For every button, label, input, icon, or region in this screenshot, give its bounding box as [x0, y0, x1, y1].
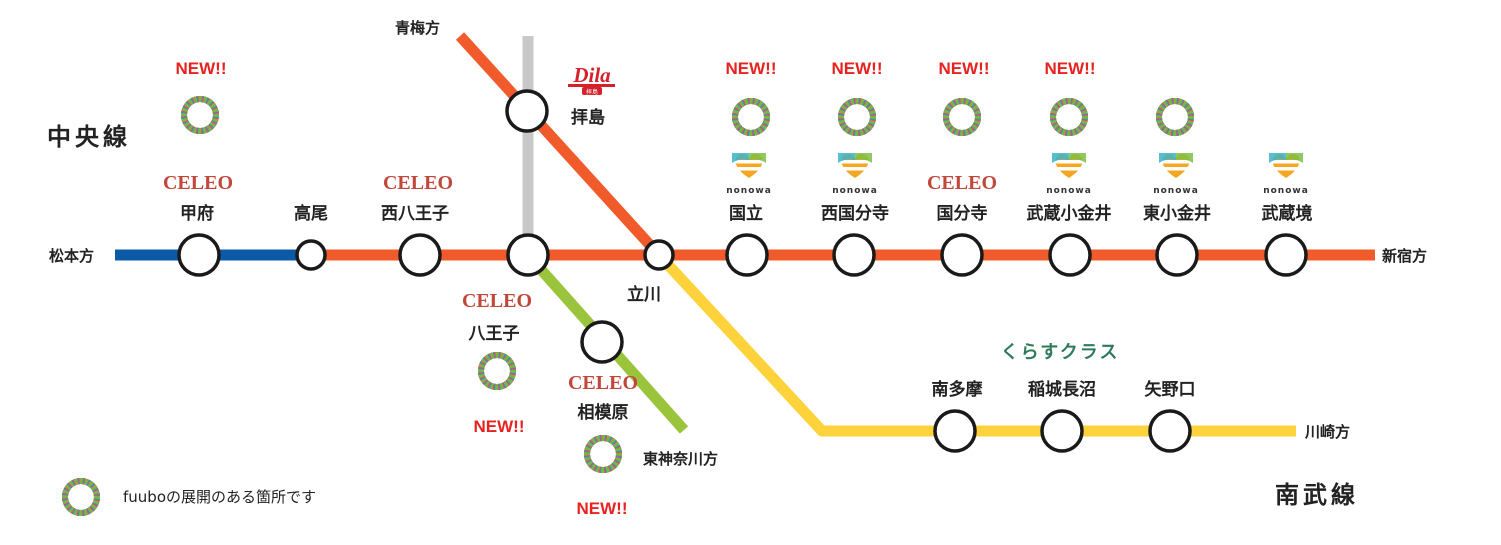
chuo-line-name: 中央線: [47, 123, 131, 151]
new-badge-hachioji: NEW!!: [474, 417, 525, 436]
svg-text:nonowa: nonowa: [1153, 186, 1199, 196]
fuubo-icon-nishikokubunji: [834, 94, 879, 139]
label-nishihachioji: 西八王子: [381, 204, 449, 224]
svg-text:nonowa: nonowa: [1046, 186, 1092, 196]
station-minamitama[interactable]: [933, 409, 977, 453]
label-higashikoganei: 東小金井: [1143, 203, 1211, 224]
new-badge-kokubunji: NEW!!: [939, 59, 990, 78]
label-tachikawa: 立川: [627, 284, 661, 305]
new-badge-nishikokubunji: NEW!!: [832, 59, 883, 78]
station-musashikoganei[interactable]: [1048, 233, 1092, 277]
direction-higashikanagawa: 東神奈川方: [643, 450, 718, 468]
fuubo-icon-sagamihara: [580, 431, 625, 476]
nambu-line-name: 南武線: [1275, 481, 1359, 509]
station-yanokuchi[interactable]: [1148, 409, 1192, 453]
nonowa-logo-musashikoganei: nonowa: [1046, 153, 1092, 196]
fuubo-icon-hachioji: [474, 348, 519, 393]
svg-text:nonowa: nonowa: [726, 186, 772, 196]
label-kofu: 甲府: [180, 203, 214, 224]
fuubo-icon-musashikoganei: [1046, 94, 1091, 139]
celeo-logo-kofu: CELEO: [163, 172, 233, 194]
direction-shinjuku: 新宿方: [1382, 247, 1427, 265]
nambu-yellow-line: [654, 251, 1296, 437]
label-haijima: 拝島: [571, 107, 605, 128]
label-kokubunji: 国分寺: [937, 203, 988, 224]
new-badge-kofu: NEW!!: [176, 59, 227, 78]
celeo-logo-kokubunji: CELEO: [927, 172, 997, 194]
station-nishikokubunji[interactable]: [832, 233, 876, 277]
nonowa-logo-nishikokubunji: nonowa: [832, 153, 878, 196]
svg-text:nonowa: nonowa: [1263, 186, 1309, 196]
label-yanokuchi: 矢野口: [1145, 379, 1196, 400]
nonowa-logo-kunitachi: nonowa: [726, 153, 772, 196]
label-minamitama: 南多摩: [932, 379, 983, 400]
direction-ome: 青梅方: [395, 19, 440, 37]
celeo-logo-hachioji: CELEO: [462, 290, 532, 312]
direction-matsumoto: 松本方: [49, 247, 94, 265]
fuubo-icon-kofu: [177, 92, 222, 137]
label-musashisakai: 武蔵境: [1262, 203, 1313, 224]
station-kokubunji[interactable]: [940, 233, 984, 277]
label-takao: 高尾: [294, 203, 328, 224]
legend-text: fuuboの展開のある箇所です: [123, 488, 316, 506]
station-nishihachioji[interactable]: [398, 233, 442, 277]
station-tachikawa[interactable]: [643, 239, 675, 271]
label-musashikoganei: 武蔵小金井: [1027, 203, 1112, 224]
nonowa-logo-higashikoganei: nonowa: [1153, 153, 1199, 196]
ome-orange-line: [455, 32, 664, 259]
station-takao[interactable]: [295, 239, 327, 271]
svg-text:拝島: 拝島: [586, 88, 598, 96]
label-nishikokubunji: 西国分寺: [821, 203, 889, 224]
fuubo-icon-kunitachi: [728, 94, 773, 139]
station-circles: [177, 89, 1308, 453]
station-musashisakai[interactable]: [1264, 233, 1308, 277]
nonowa-logo-musashisakai: nonowa: [1263, 153, 1309, 196]
station-higashikoganei[interactable]: [1155, 233, 1199, 277]
station-haijima[interactable]: [505, 89, 549, 133]
svg-text:Dila: Dila: [572, 63, 610, 87]
dila-logo-haijima: Dila 拝島: [568, 63, 615, 96]
label-kunitachi: 国立: [729, 203, 763, 224]
label-sagamihara: 相模原: [578, 402, 629, 423]
celeo-logo-nishihachioji: CELEO: [383, 172, 453, 194]
station-hachioji[interactable]: [506, 233, 550, 277]
station-kofu[interactable]: [177, 233, 221, 277]
label-inagiaganuma: 稲城長沼: [1028, 379, 1096, 400]
new-badge-musashikoganei: NEW!!: [1045, 59, 1096, 78]
direction-kawasaki: 川崎方: [1304, 423, 1350, 441]
station-kunitachi[interactable]: [725, 233, 769, 277]
fuubo-icon-kokubunji: [939, 94, 984, 139]
fuubo-icon-legend: [58, 474, 103, 519]
new-badge-kunitachi: NEW!!: [726, 59, 777, 78]
kurasu-class-logo: くらすクラス: [1001, 342, 1120, 363]
new-badge-sagamihara: NEW!!: [577, 499, 628, 518]
fuubo-icon-higashikoganei: [1152, 94, 1197, 139]
svg-text:nonowa: nonowa: [832, 186, 878, 196]
station-inagiaganuma[interactable]: [1040, 409, 1084, 453]
station-sagamihara[interactable]: [580, 320, 624, 364]
label-hachioji: 八王子: [469, 324, 520, 344]
celeo-logo-sagamihara: CELEO: [568, 372, 638, 394]
